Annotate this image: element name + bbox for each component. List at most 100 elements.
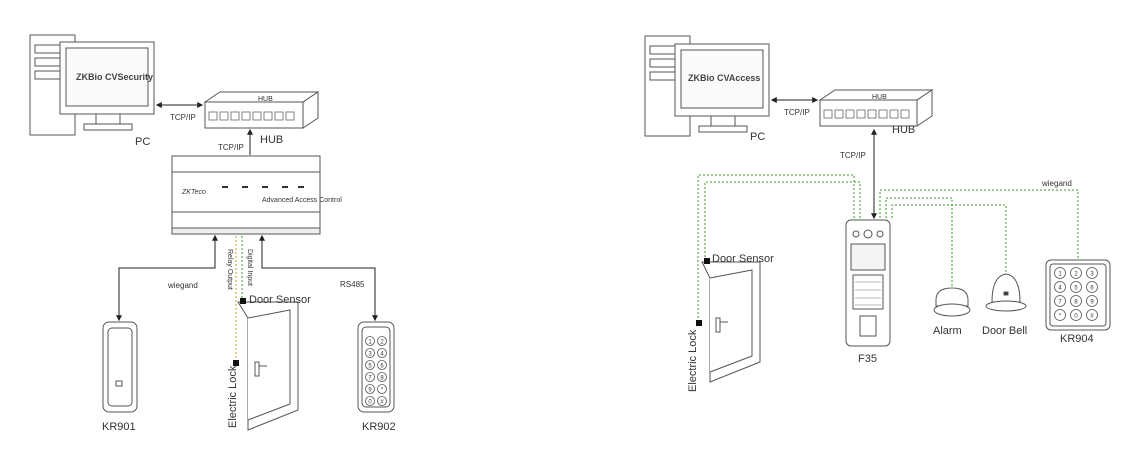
right-door-sensor-mark bbox=[704, 258, 710, 264]
kr902-key bbox=[365, 384, 375, 394]
left-hub-face: HUB bbox=[258, 96, 273, 103]
alarm-label: Alarm bbox=[933, 325, 962, 337]
right-electric-lock-mark bbox=[696, 320, 702, 326]
f35-label: F35 bbox=[858, 353, 877, 365]
left-panel-leds bbox=[222, 186, 304, 188]
left-tcpip-panel: TCP/IP bbox=[218, 143, 244, 152]
kr902-key-label: 7 bbox=[368, 376, 372, 382]
left-controller-panel bbox=[171, 155, 321, 235]
door-bell-device bbox=[985, 273, 1027, 312]
kr902-key-label: 9 bbox=[368, 388, 372, 394]
kr901-label: KR901 bbox=[102, 421, 136, 433]
door-bell-label: Door Bell bbox=[982, 325, 1027, 337]
left-digital-input: Digital Input bbox=[246, 249, 253, 286]
kr902-key-label: 2 bbox=[380, 340, 384, 346]
kr904-key bbox=[1086, 267, 1098, 279]
kr902-key bbox=[365, 348, 375, 358]
kr904-key-label: 2 bbox=[1074, 272, 1078, 278]
kr901-reader bbox=[102, 321, 138, 413]
kr902-key-label: 5 bbox=[368, 364, 372, 370]
right-dotted-wiring bbox=[697, 174, 1079, 322]
kr902-key bbox=[365, 396, 375, 406]
left-relay-output: Relay Output bbox=[226, 249, 233, 290]
right-hub-ports bbox=[823, 109, 910, 119]
left-hub-ports bbox=[208, 111, 295, 121]
kr902-label: KR902 bbox=[362, 421, 396, 433]
left-diagram: ZKBio CVSecurity PC HUB HUB TCP/IP TCP/I… bbox=[29, 34, 396, 433]
left-pc bbox=[29, 34, 155, 136]
kr902-key bbox=[377, 348, 387, 358]
right-pc-label: PC bbox=[750, 131, 765, 143]
right-pc bbox=[644, 35, 770, 137]
kr902-key bbox=[365, 372, 375, 382]
kr902-key-label: 4 bbox=[380, 352, 384, 358]
left-wiegand-label: wiegand bbox=[167, 281, 198, 290]
right-electric-lock-label: Electric Lock bbox=[687, 329, 699, 392]
kr904-key bbox=[1054, 267, 1066, 279]
alarm-device bbox=[933, 287, 971, 317]
f35-terminal bbox=[845, 219, 891, 347]
left-panel-text: Advanced Access Control bbox=[262, 197, 342, 204]
left-door-sensor-label: Door Sensor bbox=[249, 294, 311, 306]
right-tcpip-f35: TCP/IP bbox=[840, 151, 866, 160]
right-hub-face: HUB bbox=[872, 94, 887, 101]
kr904-key-label: 1 bbox=[1058, 272, 1062, 278]
right-screen-logo: ZKBio CVAccess bbox=[688, 73, 760, 83]
left-electric-lock-label: Electric Lock bbox=[227, 365, 239, 428]
kr904-key bbox=[1070, 281, 1082, 293]
kr902-key-label: 8 bbox=[380, 376, 384, 382]
kr904-key bbox=[1054, 281, 1066, 293]
kr904-key bbox=[1086, 309, 1098, 321]
kr902-key-label: # bbox=[380, 400, 384, 406]
left-door-sensor-mark bbox=[240, 298, 246, 304]
kr904-key-label: # bbox=[1090, 314, 1094, 320]
left-tcpip-pc: TCP/IP bbox=[170, 113, 196, 122]
right-wiegand-label: wiegand bbox=[1041, 179, 1072, 188]
left-rs485-label: RS485 bbox=[340, 280, 365, 289]
kr904-key bbox=[1054, 309, 1066, 321]
left-screen-logo: ZKBio CVSecurity bbox=[76, 72, 153, 82]
right-hub-label: HUB bbox=[892, 124, 915, 136]
left-hub-label: HUB bbox=[260, 134, 283, 146]
kr902-key-label: 0 bbox=[368, 400, 372, 406]
kr902-key bbox=[377, 396, 387, 406]
kr904-key bbox=[1070, 295, 1082, 307]
kr904-key-label: * bbox=[1059, 314, 1062, 320]
left-wiegand-link bbox=[116, 234, 218, 322]
kr904-key-label: 5 bbox=[1074, 286, 1078, 292]
kr902-key bbox=[377, 384, 387, 394]
kr902-key-label: * bbox=[381, 388, 384, 394]
kr904-key-label: 7 bbox=[1058, 300, 1062, 306]
left-panel-brand: ZKTeco bbox=[181, 189, 206, 196]
kr904-key-label: 0 bbox=[1074, 314, 1078, 320]
kr904-key-label: 4 bbox=[1058, 286, 1062, 292]
kr904-key bbox=[1070, 309, 1082, 321]
left-pc-label: PC bbox=[135, 136, 150, 148]
right-diagram: ZKBio CVAccess PC HUB HUB TCP/IP TCP/IP bbox=[644, 35, 1111, 392]
kr902-key-label: 3 bbox=[368, 352, 372, 358]
kr904-key bbox=[1086, 281, 1098, 293]
left-door bbox=[237, 301, 299, 431]
kr902-key-label: 1 bbox=[368, 340, 372, 346]
kr902-keys: 1 2 3 4 5 6 7 8 9 * 0 # bbox=[365, 336, 387, 406]
kr904-key bbox=[1070, 267, 1082, 279]
kr904-key bbox=[1086, 295, 1098, 307]
kr902-key bbox=[377, 336, 387, 346]
left-rs485-link bbox=[259, 234, 378, 322]
kr902-key bbox=[377, 372, 387, 382]
kr902-key-label: 6 bbox=[380, 364, 384, 370]
kr902-key bbox=[365, 360, 375, 370]
kr902-key bbox=[377, 360, 387, 370]
kr904-key-label: 8 bbox=[1074, 300, 1078, 306]
kr904-key-label: 6 bbox=[1090, 286, 1094, 292]
left-electric-lock-mark bbox=[233, 360, 239, 366]
kr904-label: KR904 bbox=[1060, 333, 1094, 345]
kr904-key bbox=[1054, 295, 1066, 307]
kr904-key-label: 9 bbox=[1090, 300, 1094, 306]
right-door-sensor-label: Door Sensor bbox=[712, 253, 774, 265]
kr902-keypad bbox=[357, 321, 395, 413]
kr902-key bbox=[365, 336, 375, 346]
right-tcpip-pc: TCP/IP bbox=[784, 108, 810, 117]
